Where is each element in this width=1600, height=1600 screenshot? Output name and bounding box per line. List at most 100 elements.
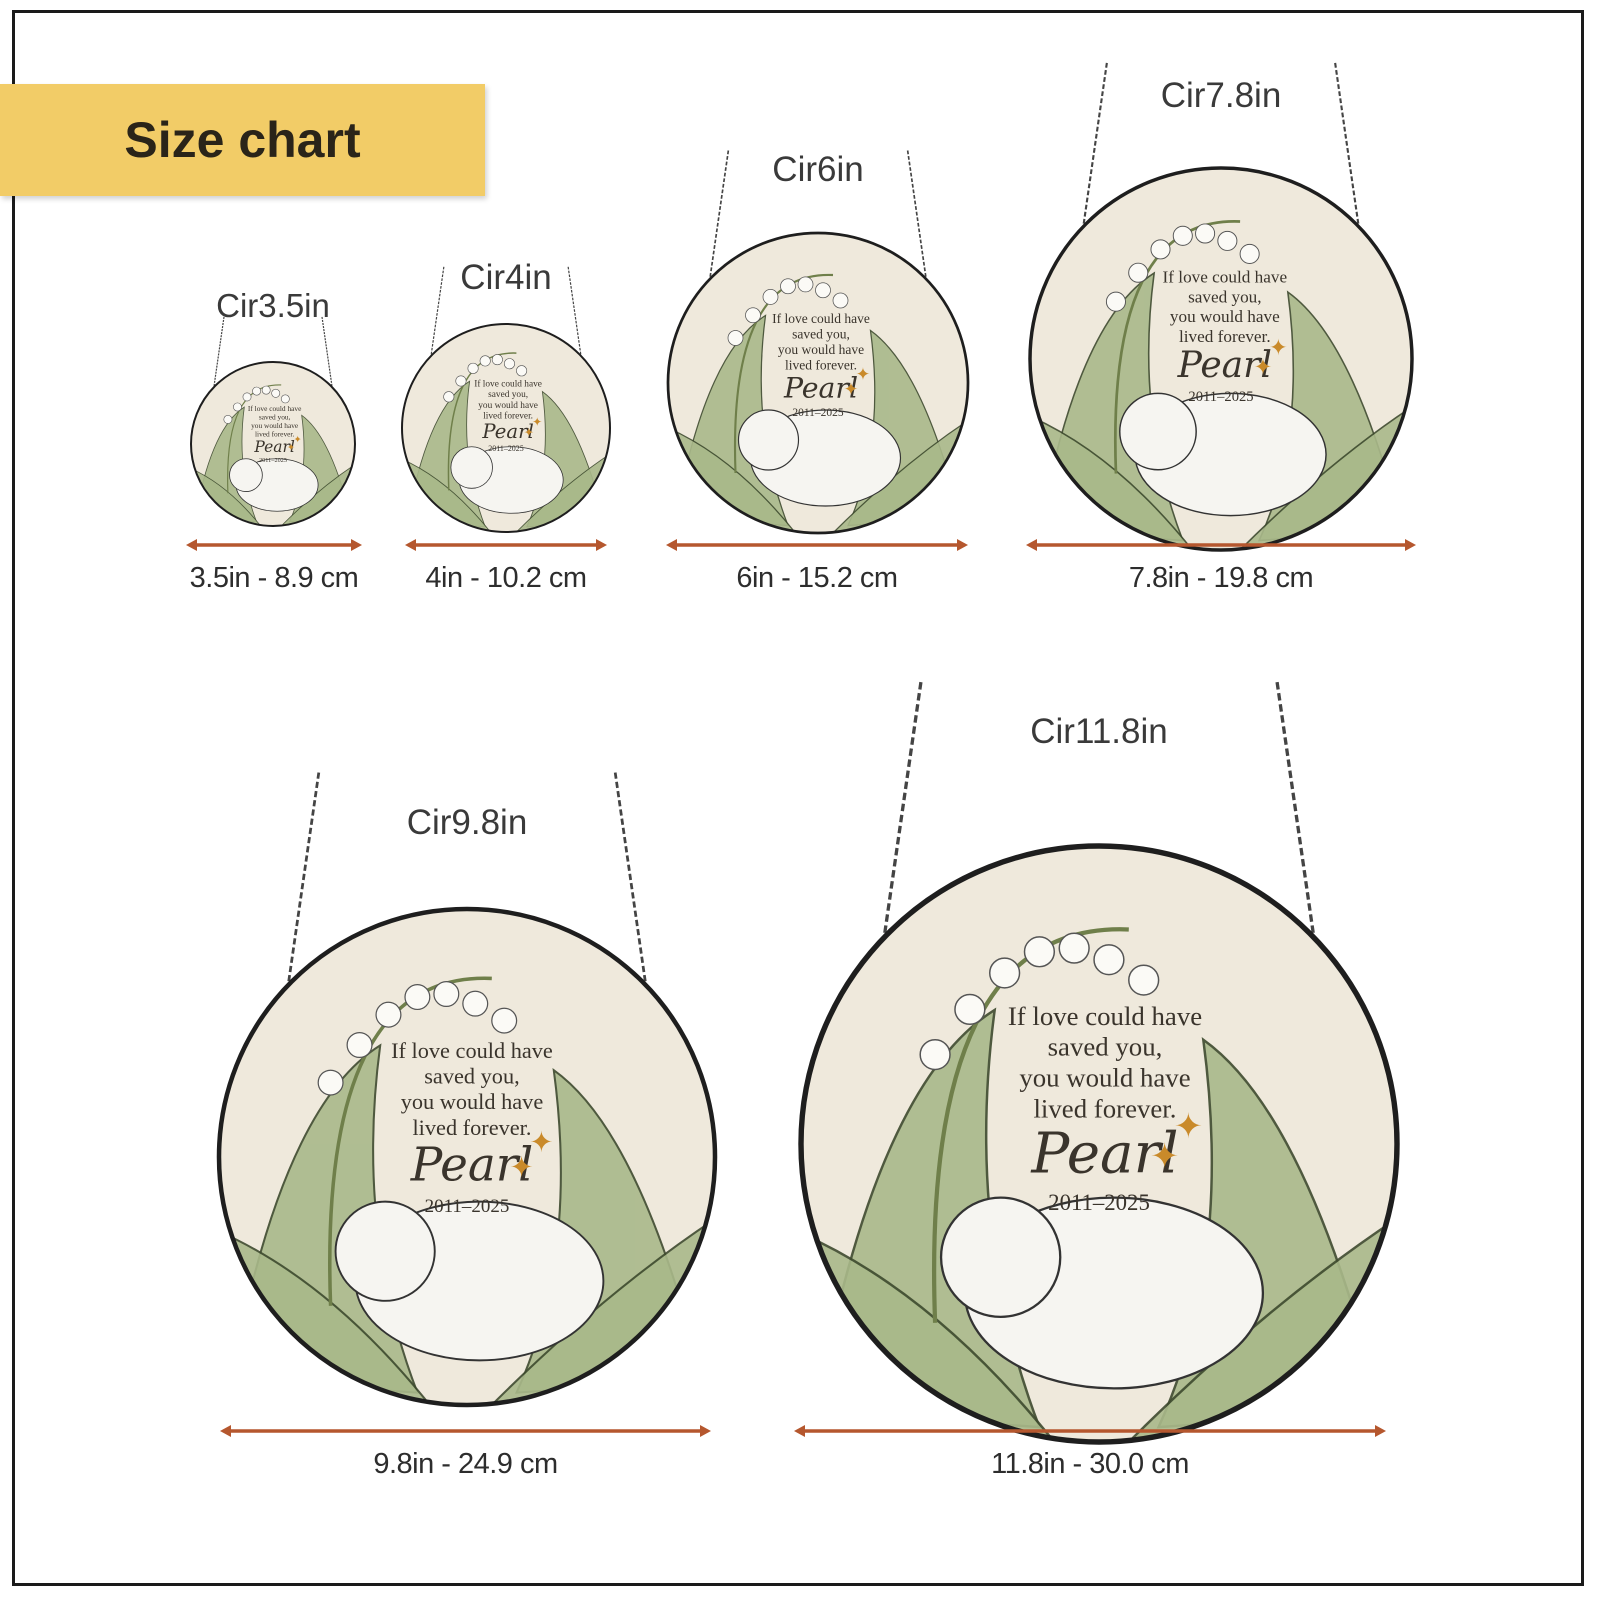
dimension-label: 3.5in - 8.9 cm [189, 562, 359, 594]
hanging-chain [1334, 62, 1360, 226]
sparkle-icon: ✦ [532, 415, 542, 429]
metal-rim [666, 231, 970, 535]
size-label: Cir9.8in [406, 803, 528, 842]
verse-line: saved you, [792, 327, 850, 342]
dimension-label: 9.8in - 24.9 cm [373, 1448, 558, 1480]
lily-bell [491, 354, 503, 366]
pet-name: Pearl [410, 1138, 533, 1193]
pet-name: Pearl [253, 438, 295, 456]
cat-head [229, 458, 263, 492]
lily-bell [462, 990, 489, 1017]
verse-line: saved you, [1048, 1032, 1163, 1062]
sparkle-icon: ✦ [294, 434, 302, 445]
verse-line: If love could have [1008, 1001, 1202, 1031]
dimension-label: 11.8in - 30.0 cm [991, 1448, 1189, 1480]
sparkle-icon: ✦ [509, 1150, 533, 1184]
sparkle-icon: ✦ [529, 1125, 553, 1159]
dimension-arrow [405, 539, 607, 551]
pet-years: 2011–2025 [792, 407, 843, 419]
lily-bell [223, 414, 233, 424]
sparkle-icon: ✦ [856, 365, 871, 385]
lily-bell [745, 307, 761, 324]
banner-title: Size chart [124, 112, 361, 168]
cat-head [939, 1196, 1062, 1318]
lily-bell [954, 993, 986, 1026]
pet-years: 2011–2025 [259, 457, 287, 464]
size-label: Cir4in [460, 258, 552, 297]
verse-line: lived forever. [1179, 327, 1271, 346]
dimension-arrow [666, 539, 968, 551]
lily-bell [1128, 262, 1149, 283]
metal-rim [798, 843, 1400, 1445]
pet-name: Pearl [481, 420, 533, 443]
size-label: Cir3.5in [216, 287, 330, 324]
pet-name: Pearl [1030, 1121, 1178, 1186]
sparkle-icon: ✦ [844, 380, 859, 400]
sparkle-icon: ✦ [1150, 1137, 1179, 1177]
pet-years: 2011–2025 [1048, 1190, 1150, 1215]
verse-line: lived forever. [483, 411, 533, 422]
lily-bell [832, 292, 849, 309]
lily-bell [815, 282, 831, 299]
verse-line: you would have [401, 1089, 544, 1114]
dimension-arrow [1026, 539, 1416, 551]
dimension-label: 7.8in - 19.8 cm [1128, 562, 1314, 594]
lily-bell [346, 1031, 373, 1059]
verse-line: lived forever. [1033, 1093, 1176, 1123]
lily-bell [1105, 291, 1126, 312]
lily-bell [242, 392, 252, 402]
hanging-chain [430, 266, 445, 356]
verse-line: If love could have [248, 404, 302, 413]
dimension-arrow [220, 1425, 711, 1437]
lily-bell [455, 375, 467, 387]
hanging-chain [1275, 681, 1316, 936]
hanging-chain [906, 150, 927, 279]
verse-line: you would have [478, 401, 538, 411]
chart-frame [12, 10, 1584, 1586]
lily-bell [780, 278, 796, 295]
dimension-label: 4in - 10.2 cm [425, 562, 587, 594]
verse-line: lived forever. [255, 430, 294, 439]
size-label: Cir7.8in [1160, 76, 1282, 115]
sparkle-icon: ✦ [287, 443, 295, 454]
lily-bell [261, 385, 271, 395]
sparkle-icon: ✦ [1254, 354, 1273, 380]
verse-line: you would have [1019, 1062, 1190, 1092]
cat-head [1119, 392, 1197, 471]
sparkle-icon: ✦ [1174, 1107, 1203, 1147]
verse-line: saved you, [424, 1063, 519, 1088]
lily-bell [280, 394, 290, 404]
pet-years: 2011–2025 [1188, 389, 1253, 405]
lily-bell [1128, 964, 1160, 996]
size-chart-banner: Size chart [0, 84, 485, 196]
verse-line: you would have [1170, 307, 1280, 326]
hanging-chain [567, 266, 582, 356]
hanging-chain [882, 681, 923, 936]
hanging-chain [213, 316, 225, 387]
lily-bell [1058, 932, 1090, 964]
verse-line: you would have [778, 342, 864, 357]
verse-line: lived forever. [785, 358, 857, 373]
lily-bell [491, 1007, 518, 1034]
pet-years: 2011–2025 [488, 444, 523, 453]
lily-bell [375, 1001, 402, 1028]
dimension-label: 6in - 15.2 cm [736, 562, 898, 594]
verse-line: saved you, [1188, 287, 1262, 306]
cat-head [737, 409, 800, 471]
lily-bell [727, 330, 744, 346]
verse-line: If love could have [391, 1038, 553, 1063]
metal-rim [1028, 166, 1414, 552]
pet-name: Pearl [783, 371, 858, 404]
hanging-chain [613, 772, 647, 984]
lily-bell [252, 386, 261, 396]
hanging-chain [287, 772, 321, 984]
lily-bell [1150, 239, 1171, 260]
hanging-chain [321, 316, 333, 387]
verse-line: If love could have [474, 378, 542, 389]
lily-bell [271, 388, 281, 398]
